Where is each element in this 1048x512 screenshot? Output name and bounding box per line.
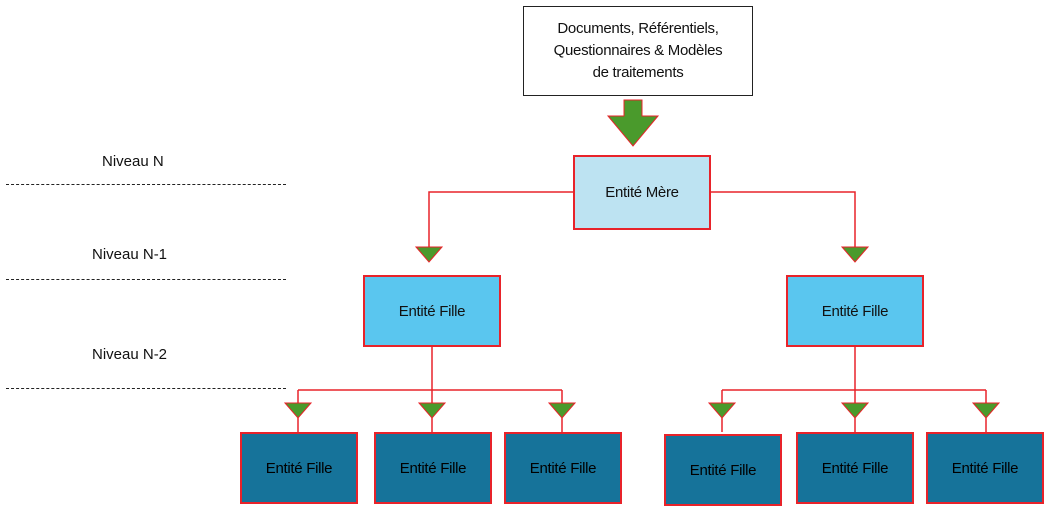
source-line: de traitements [592, 64, 684, 81]
entity-grandchild: Entité Fille [664, 434, 782, 506]
entity-root: Entité Mère [573, 155, 711, 230]
arrow-down-icon [707, 402, 737, 419]
level-separator [6, 279, 286, 280]
entity-child-left: Entité Fille [363, 275, 501, 347]
level-label-n-2: Niveau N-2 [92, 346, 168, 363]
level-label-n-1: Niveau N-1 [92, 246, 168, 263]
arrow-down-icon [840, 246, 870, 263]
entity-grandchild: Entité Fille [240, 432, 358, 504]
arrow-down-icon [417, 402, 447, 419]
entity-label: Entité Fille [951, 459, 1019, 477]
entity-grandchild: Entité Fille [374, 432, 492, 504]
entity-label: Entité Fille [821, 459, 889, 477]
entity-label: Entité Mère [605, 184, 679, 201]
source-line: Questionnaires & Modèles [553, 42, 723, 59]
arrow-down-icon [840, 402, 870, 419]
level-label-n: Niveau N [102, 153, 164, 170]
entity-label: Entité Fille [398, 302, 466, 320]
entity-label: Entité Fille [265, 459, 333, 477]
source-box: Documents, Référentiels, Questionnaires … [523, 6, 753, 96]
entity-label: Entité Fille [689, 461, 757, 479]
connector-root-right [711, 191, 856, 250]
entity-grandchild: Entité Fille [504, 432, 622, 504]
arrow-down-icon [547, 402, 577, 419]
entity-grandchild: Entité Fille [796, 432, 914, 504]
arrow-down-icon [971, 402, 1001, 419]
entity-label: Entité Fille [821, 302, 889, 320]
connector-root-left [428, 191, 573, 250]
level-separator [6, 388, 286, 389]
source-line: Documents, Référentiels, [557, 20, 719, 37]
entity-child-right: Entité Fille [786, 275, 924, 347]
entity-label: Entité Fille [529, 459, 597, 477]
big-arrow-icon [606, 99, 660, 147]
arrow-down-icon [414, 246, 444, 263]
level-separator [6, 184, 286, 185]
arrow-down-icon [283, 402, 313, 419]
entity-grandchild: Entité Fille [926, 432, 1044, 504]
entity-label: Entité Fille [399, 459, 467, 477]
